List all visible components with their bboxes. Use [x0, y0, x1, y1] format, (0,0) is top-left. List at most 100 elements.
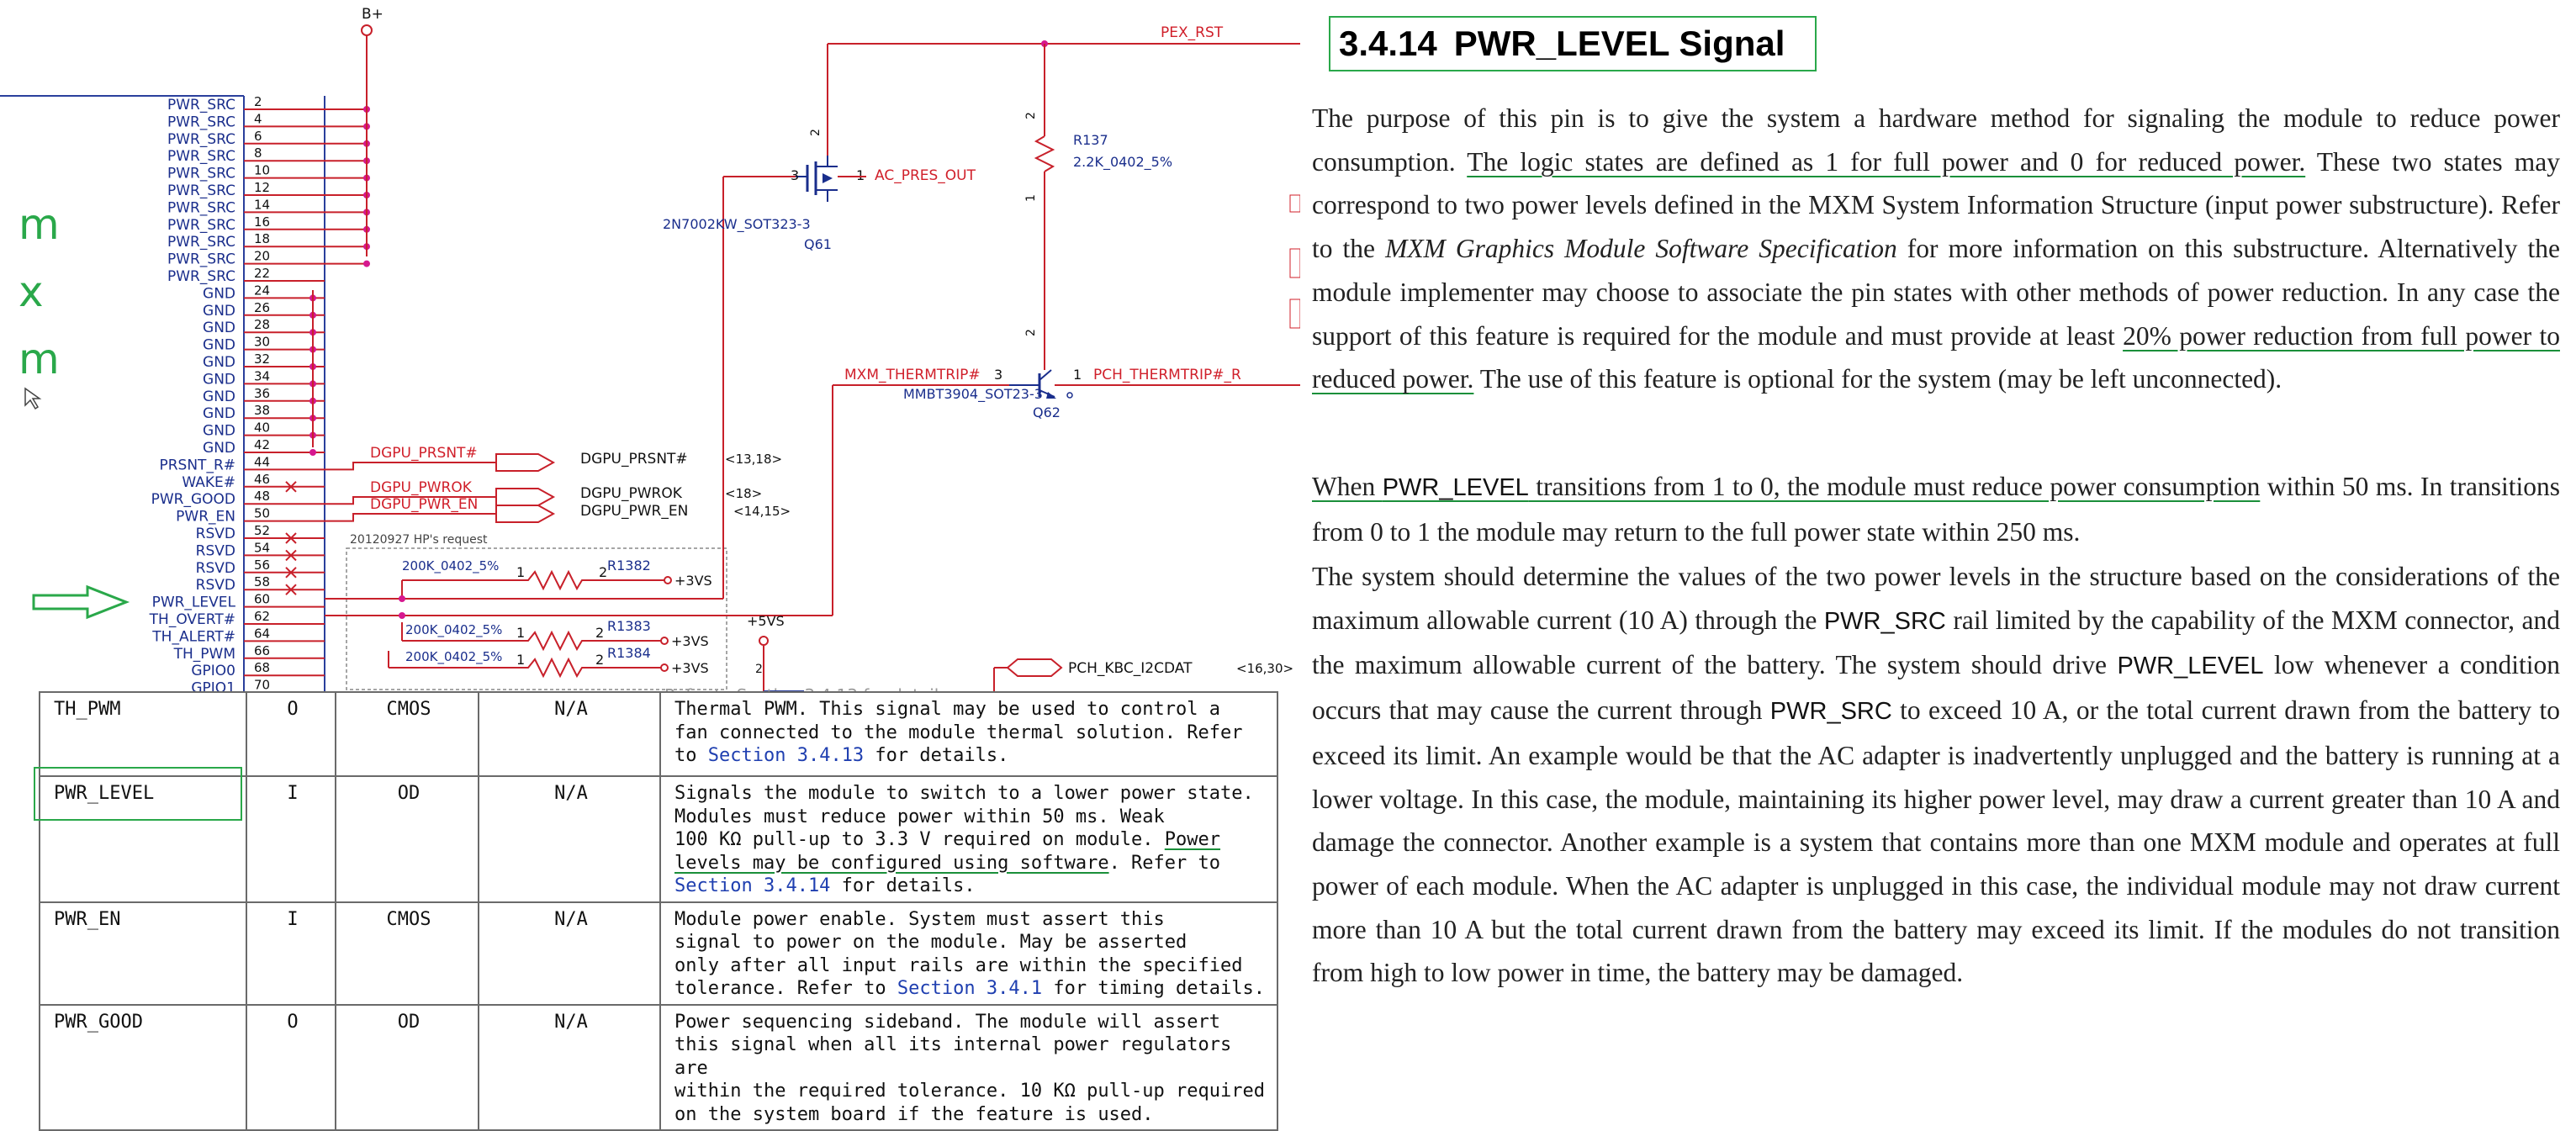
net-label-b-plus: B+ [362, 6, 383, 23]
pin-number: 44 [254, 454, 270, 469]
pin-name: PWR_SRC [167, 131, 235, 148]
text-run: Thermal PWM. This signal may be used to … [674, 699, 1221, 720]
cell-dir: I [246, 901, 336, 1006]
text-run: The use of this feature is optional for … [1473, 364, 2282, 394]
r1382-pin-1: 1 [516, 564, 525, 580]
pin-name: GND [203, 423, 235, 440]
dgpu-ref-2: <14,15> [733, 504, 791, 519]
cell-dir: O [246, 1003, 336, 1131]
paragraph-transition: When PWR_LEVEL transitions from 1 to 0, … [1312, 465, 2560, 553]
pin-number: 22 [254, 266, 270, 281]
no-connect-icon [285, 549, 297, 562]
pin-number: 68 [254, 660, 270, 675]
dgpu-wire [325, 462, 496, 471]
pin-number: 42 [254, 437, 270, 452]
q62-ref: Q62 [1033, 404, 1061, 420]
pin-number: 40 [254, 420, 270, 436]
clipped-port-icon [1289, 194, 1300, 213]
dgpu-port-arrow-icon [495, 488, 556, 506]
dgpu-port-label-0: DGPU_PRSNT# [580, 451, 688, 468]
pin-number: 48 [254, 489, 270, 504]
pin-number: 70 [254, 678, 270, 693]
pin-number: 4 [254, 111, 262, 126]
text-run: The purpose of this pin is to give the s… [1312, 103, 2560, 177]
r137-pin-1: 1 [1024, 194, 1038, 202]
q62-pin-3: 3 [994, 367, 1002, 383]
description-line: levels may be configured using software.… [674, 852, 1267, 875]
q61-pin-2: 2 [809, 129, 823, 136]
description-line: Module power enable. System must assert … [674, 908, 1267, 932]
text-run: levels may be configured using software [674, 852, 1109, 874]
pin-number: 52 [254, 523, 270, 538]
net-label-mxm-thermtrip: MXM_THERMTRIP# [844, 367, 981, 383]
text-run: this signal when all its internal power … [674, 1034, 1232, 1079]
section-link[interactable]: Section 3.4.13 [707, 745, 865, 766]
section-link[interactable]: Section 3.4.14 [674, 875, 831, 896]
cell-signal: TH_PWM [39, 691, 247, 777]
q61-pin-3: 3 [791, 167, 799, 183]
description-line: Section 3.4.14 for details. [674, 875, 1267, 898]
pin-number: 50 [254, 506, 270, 521]
signal-name: PWR_SRC [1769, 698, 1892, 726]
pin-number: 26 [254, 300, 270, 315]
section-title: PWR_LEVEL Signal [1453, 24, 1785, 63]
description-line: signal to power on the module. May be as… [674, 931, 1267, 954]
pin-number: 32 [254, 351, 270, 367]
pin-name: GPIO0 [191, 663, 235, 679]
dgpu-net-label-2: DGPU_PWR_EN [370, 496, 478, 513]
junction-dot [309, 449, 316, 456]
pin-name: RSVD [196, 542, 235, 559]
r137-resistor [1034, 135, 1055, 172]
pin-number: 54 [254, 540, 270, 555]
net-label-pch-thermtrip: PCH_THERMTRIP#_R [1093, 367, 1241, 383]
text-run: Module power enable. System must assert … [674, 908, 1165, 930]
r1383-resistor [402, 630, 661, 652]
text-run: Signals the module to switch to a lower … [674, 783, 1254, 804]
clipped-port-icon [1289, 299, 1300, 329]
r1382-pin-2: 2 [599, 564, 607, 580]
pin-number: 36 [254, 386, 270, 401]
mouse-cursor-icon [24, 387, 42, 410]
pin-name: WAKE# [182, 474, 235, 491]
r1382-value: 200K_0402_5% [402, 558, 499, 574]
r1384-value: 200K_0402_5% [405, 649, 502, 665]
net-label-5vs: +5VS [747, 613, 785, 629]
pin-number: 10 [254, 163, 270, 178]
pin-number: 38 [254, 403, 270, 418]
pin-name: RSVD [196, 560, 235, 577]
pin-name: GND [203, 285, 235, 302]
section-link[interactable]: Section 3.4.1 [897, 978, 1043, 999]
junction-dot [399, 612, 405, 619]
pin-name: PWR_SRC [167, 166, 235, 182]
section-number: 3.4.14 [1339, 24, 1437, 63]
dgpu-net-group: DGPU_PRSNT# DGPU_PWROK DGPU_PWR_EN DGPU_… [325, 445, 791, 523]
text-run: When [1312, 472, 1383, 501]
pin-number: 56 [254, 558, 270, 573]
pin-number: 20 [254, 249, 270, 264]
pin-name: PWR_LEVEL [152, 595, 236, 611]
description-line: within the required tolerance. 10 KΩ pul… [674, 1080, 1267, 1103]
mxm-letter-m1: m [19, 200, 60, 249]
pin-number: 30 [254, 335, 270, 350]
no-connect-icon [285, 532, 297, 544]
pwr-level-highlight-box [34, 767, 242, 821]
pin-number: 34 [254, 368, 270, 383]
text-run: The logic states are defined as 1 for fu… [1467, 146, 2306, 177]
description-line: only after all input rails are within th… [674, 954, 1267, 978]
text-run: low whenever a condition occurs that may… [1312, 650, 2560, 726]
description-line: Power sequencing sideband. The module wi… [674, 1011, 1267, 1034]
net-label-ac-pres-out: AC_PRES_OUT [875, 167, 976, 184]
text-run: Power [1164, 829, 1221, 850]
dgpu-port-arrow-icon [495, 453, 556, 472]
r137-pin-2: 2 [1024, 112, 1038, 119]
pin-number: 28 [254, 317, 270, 332]
pin-name: GND [203, 388, 235, 405]
pin-number: 66 [254, 643, 270, 658]
text-run: on the system board if the feature is us… [674, 1103, 1154, 1125]
text-run: 100 KΩ pull-up to 3.3 V required on modu… [674, 829, 1165, 850]
pin-number: 8 [254, 145, 262, 161]
r1383-ref: R1383 [607, 618, 651, 634]
r1384-resistor [389, 657, 661, 679]
pin-name: TH_OVERT# [149, 611, 235, 628]
